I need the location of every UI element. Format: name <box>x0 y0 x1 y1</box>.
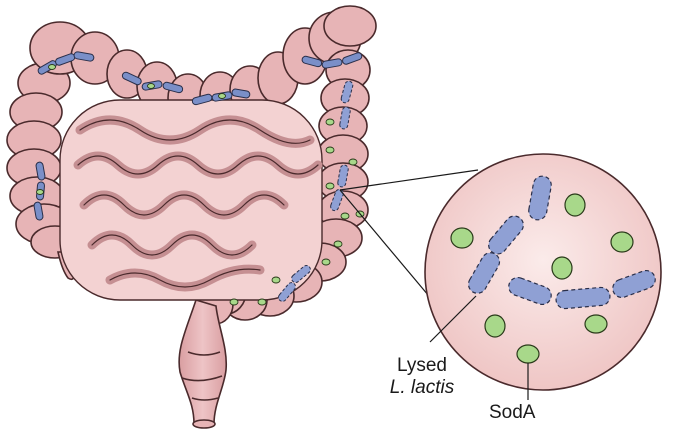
lysed-label-line1: Lysed <box>397 355 447 376</box>
lysed-lactis-label: Lysed L. lactis <box>381 355 463 399</box>
soda-label: SodA <box>489 402 535 424</box>
small-intestine <box>60 100 322 300</box>
lysed-label-line2: L. lactis <box>381 377 463 399</box>
